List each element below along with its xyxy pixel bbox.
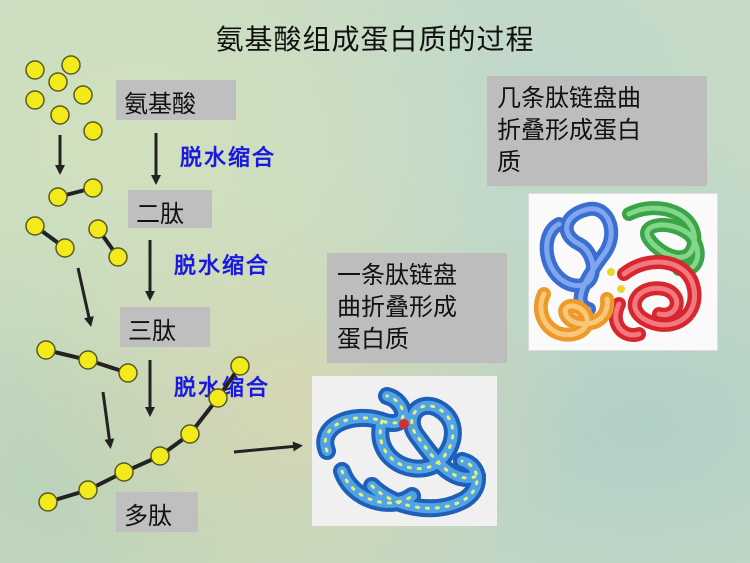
arrow-down-4 (76, 267, 94, 327)
multi-chain-line-3: 质 (497, 148, 521, 176)
tripeptide-bead (78, 350, 98, 370)
tripeptide-bead (108, 247, 128, 267)
single-chain-line-1: 一条肽链盘 (337, 261, 457, 289)
polypeptide-bead (150, 446, 170, 466)
process-arrows (55, 133, 303, 454)
tripeptide-bead (36, 340, 56, 360)
dipeptide-bead (48, 187, 68, 207)
arrow-down-6 (101, 391, 115, 449)
polypeptide-chain (47, 364, 242, 504)
arrow-right (233, 441, 303, 454)
label-dipeptide: 二肽 (128, 190, 212, 228)
tripeptide-bead (55, 238, 75, 258)
single-chain-line-3: 蛋白质 (337, 325, 409, 353)
polypeptide-bead (78, 480, 98, 500)
single-chain-description: 一条肽链盘 曲折叠形成 蛋白质 (327, 253, 507, 363)
amino-acid-beads (25, 55, 250, 512)
polypeptide-bead (180, 424, 200, 444)
amino-acid-bead (61, 55, 81, 75)
reaction-label-1: 脱水缩合 (180, 145, 277, 171)
tripeptide-bead (118, 363, 138, 383)
protein-ribbon-multi-chain-icon (533, 201, 705, 342)
tripeptide-bead (88, 219, 108, 239)
amino-acid-bead (83, 121, 103, 141)
dipeptide-bead (83, 178, 103, 198)
reaction-label-2: 脱水缩合 (174, 253, 271, 279)
label-amino-acid: 氨基酸 (116, 80, 236, 120)
single-chain-protein-image (312, 376, 497, 526)
polypeptide-bead (114, 462, 134, 482)
amino-acid-bead (50, 105, 70, 125)
amino-acid-bead (25, 60, 45, 80)
polypeptide-bead (230, 356, 250, 376)
protein-ribbon-single-chain-icon (316, 387, 486, 518)
multi-chain-description: 几条肽链盘曲 折叠形成蛋白 质 (487, 76, 707, 186)
polypeptide-bead (38, 492, 58, 512)
single-chain-line-2: 曲折叠形成 (337, 293, 457, 321)
amino-acid-bead (48, 72, 68, 92)
tripeptide-bead (25, 216, 45, 236)
multi-chain-protein-image (528, 193, 718, 351)
page-title: 氨基酸组成蛋白质的过程 (215, 23, 535, 56)
amino-acid-bead (73, 85, 93, 105)
peptide-bonds (33, 186, 242, 504)
polypeptide-bead (208, 388, 228, 408)
multi-chain-line-2: 折叠形成蛋白 (497, 116, 641, 144)
amino-acid-bead (25, 90, 45, 110)
label-tripeptide: 三肽 (120, 307, 210, 347)
multi-chain-line-1: 几条肽链盘曲 (497, 84, 641, 112)
label-polypeptide: 多肽 (116, 492, 198, 532)
